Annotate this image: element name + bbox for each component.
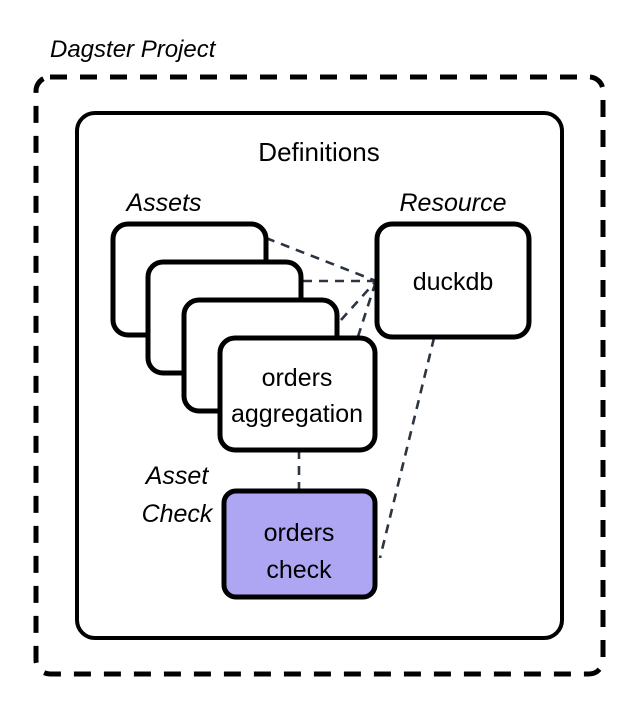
orders-check-label-line2: check bbox=[266, 556, 332, 584]
orders-aggregation-label-line1: orders bbox=[262, 364, 333, 392]
asset-card-orders-aggregation[interactable] bbox=[217, 335, 378, 453]
asset-check-node-orders-check[interactable] bbox=[221, 488, 378, 600]
edge-asset3-duckdb bbox=[340, 280, 377, 321]
resource-node-duckdb[interactable] bbox=[374, 221, 532, 340]
dagster-project-boundary bbox=[33, 74, 606, 677]
dagster-project-label: Dagster Project bbox=[50, 36, 217, 63]
duckdb-label: duckdb bbox=[413, 268, 494, 296]
connector-group bbox=[265, 236, 436, 559]
orders-aggregation-label-line2: aggregation bbox=[231, 400, 363, 428]
edge-duckdb-orders-check bbox=[378, 337, 436, 559]
asset-check-group-label-line2: Check bbox=[142, 500, 214, 528]
edge-orders-aggregation-duckdb bbox=[351, 280, 378, 353]
definitions-label: Definitions bbox=[258, 137, 379, 167]
asset-check-group-label-line1: Asset bbox=[144, 462, 210, 490]
resource-group-label: Resource bbox=[400, 189, 507, 217]
edge-asset1-duckdb bbox=[265, 236, 377, 283]
assets-group-label: Assets bbox=[124, 189, 201, 217]
orders-check-label-line1: orders bbox=[264, 519, 335, 547]
